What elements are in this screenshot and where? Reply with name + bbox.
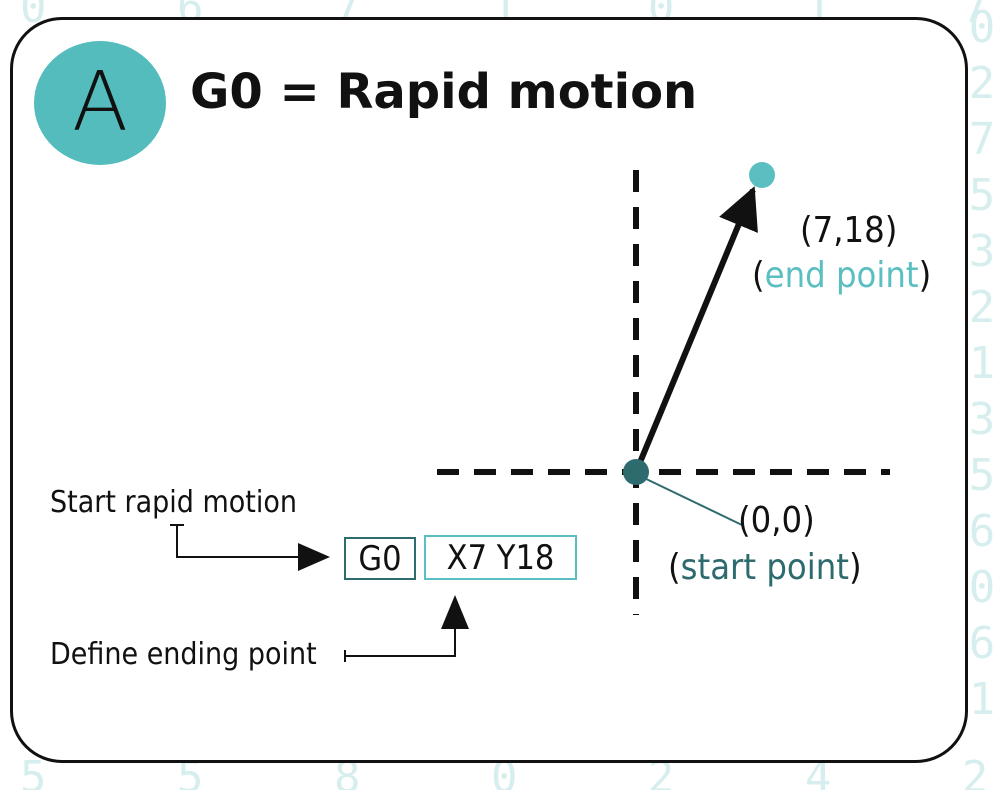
define-end-annotation: Define ending point bbox=[50, 637, 317, 672]
end-point-marker bbox=[749, 162, 775, 188]
start-rapid-leader bbox=[170, 524, 300, 558]
end-point-close-paren: ) bbox=[918, 255, 932, 296]
diagram-title: G0 = Rapid motion bbox=[190, 64, 698, 120]
start-rapid-annotation: Start rapid motion bbox=[50, 485, 297, 520]
start-point-marker bbox=[623, 459, 649, 485]
g-code-command-box: G0 bbox=[344, 537, 416, 580]
end-point-open-paren: ( bbox=[752, 255, 765, 296]
end-point-text: end point bbox=[764, 255, 919, 296]
start-point-label: (start point) bbox=[668, 550, 862, 586]
start-point-close-paren: ) bbox=[848, 547, 862, 588]
start-rapid-arrowhead bbox=[298, 543, 330, 571]
start-point-leader bbox=[639, 475, 743, 526]
start-point-open-paren: ( bbox=[668, 547, 681, 588]
g-code-params-box: X7 Y18 bbox=[424, 535, 577, 580]
end-point-coords: (7,18) bbox=[800, 210, 898, 251]
define-end-arrowhead bbox=[441, 595, 469, 629]
define-end-leader bbox=[344, 625, 456, 662]
end-point-label: (end point) bbox=[752, 258, 931, 294]
diagram-card bbox=[10, 17, 968, 763]
motion-vector-arrow bbox=[633, 186, 758, 474]
section-badge: A bbox=[34, 41, 166, 165]
start-point-text: start point bbox=[680, 547, 849, 588]
badge-letter: A bbox=[71, 55, 129, 150]
start-point-coords: (0,0) bbox=[738, 500, 815, 541]
